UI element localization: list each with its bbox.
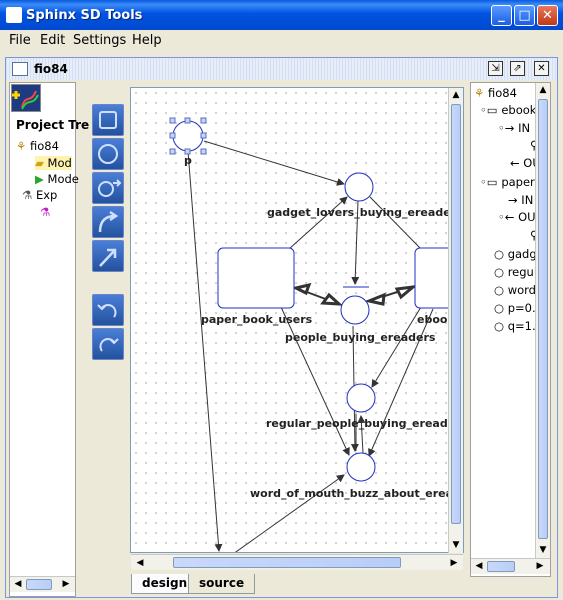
menu-bar: File Edit Settings Help xyxy=(0,30,563,52)
right-tree-paper-out[interactable]: ◦← OU xyxy=(498,210,536,224)
right-tree-ebook[interactable]: ◦▭ ebook xyxy=(480,103,537,117)
right-tree-ebook-in[interactable]: ◦→ IN xyxy=(498,121,531,135)
right-tree-paper-in[interactable]: → IN xyxy=(508,193,534,207)
add-model-button[interactable] xyxy=(11,84,41,112)
right-tree-regular[interactable]: ○ regula xyxy=(494,265,545,279)
stock-icon xyxy=(99,111,117,129)
shape-toolbar xyxy=(89,100,127,365)
right-tree-root[interactable]: ⚘ fio84 xyxy=(474,86,517,100)
link-bottom-wom[interactable] xyxy=(233,474,345,553)
app-icon xyxy=(6,7,22,23)
menu-help[interactable]: Help xyxy=(132,33,162,48)
right-tree-gadget[interactable]: ○ gadge xyxy=(494,247,544,261)
flow-ebook-people-right-head xyxy=(394,284,418,300)
label-wom: word_of_mouth_buzz_about_ereade xyxy=(250,487,464,500)
scroll-down-arrow[interactable]: ▼ xyxy=(452,540,460,550)
tree-item-model-1[interactable]: ▰ Mod xyxy=(35,156,72,170)
node-wom[interactable] xyxy=(346,452,376,482)
frame-close-icon[interactable]: ✕ xyxy=(534,61,549,76)
link-ebook-regular[interactable] xyxy=(371,306,422,388)
link-p-bottom[interactable] xyxy=(187,150,223,552)
redo-icon xyxy=(99,338,119,352)
tab-source[interactable]: source xyxy=(188,574,256,594)
window-title: Sphinx SD Tools xyxy=(26,8,143,23)
tree-item-experiment[interactable]: ⚗ Exp xyxy=(22,188,58,202)
undo-icon xyxy=(97,304,117,318)
frame-minimize-icon[interactable]: ⇲ xyxy=(488,61,503,76)
flow-icon xyxy=(98,179,122,197)
label-gadget: gadget_lovers_buying_ereaders xyxy=(267,206,463,219)
close-button[interactable]: ✕ xyxy=(537,5,558,26)
connector-tool-button[interactable] xyxy=(92,206,124,238)
right-tree-word[interactable]: ○ word_ xyxy=(494,283,542,297)
right-vscroll[interactable]: ▲ ▼ xyxy=(535,83,550,558)
frame-title: fio84 xyxy=(34,62,68,76)
menu-file[interactable]: File xyxy=(9,33,31,48)
project-tree-title: Project Tre xyxy=(16,118,90,132)
tree-item-model-2[interactable]: ▶ Mode xyxy=(35,172,79,186)
maximize-button[interactable]: □ xyxy=(514,5,535,26)
link-paper-gadget[interactable] xyxy=(288,196,348,250)
flask-icon: ⚗ xyxy=(40,205,51,219)
link-paper-wom[interactable] xyxy=(280,306,350,456)
menu-edit[interactable]: Edit xyxy=(40,33,66,48)
variable-tool-button[interactable] xyxy=(92,138,124,170)
undo-button[interactable] xyxy=(92,294,124,326)
label-regular: regular_people_buying_ereader xyxy=(266,417,461,430)
canvas-vscroll[interactable]: ▲ ▼ xyxy=(448,88,463,553)
flow-ebook-people-left-head xyxy=(363,292,386,306)
canvas-vscroll-thumb[interactable] xyxy=(451,104,461,524)
tree-item-root[interactable]: ⚘ fio84 xyxy=(16,139,59,153)
right-tree-paper[interactable]: ◦▭ paper xyxy=(480,175,535,189)
node-p[interactable] xyxy=(172,120,204,152)
link-ebook-gadget[interactable] xyxy=(369,196,422,250)
menu-settings[interactable]: Settings xyxy=(73,33,127,48)
frame-restore-icon[interactable]: ⇗ xyxy=(510,61,525,76)
tab-design[interactable]: design xyxy=(131,574,199,594)
canvas-hscroll-thumb[interactable] xyxy=(173,557,401,568)
link-wom-regular[interactable] xyxy=(357,415,366,454)
label-paper: paper_book_users xyxy=(201,313,313,326)
link-ebook-wom[interactable] xyxy=(368,308,434,457)
label-ebook: ebook xyxy=(417,313,455,326)
flow-paper-people-right-head xyxy=(320,292,344,306)
title-bar: Sphinx SD Tools _ □ ✕ xyxy=(0,0,563,30)
node-paper[interactable] xyxy=(217,247,295,309)
canvas-hscroll[interactable]: ◀ ▶ xyxy=(131,554,463,570)
link-icon xyxy=(99,248,117,267)
diagram-canvas[interactable]: p gadget_lovers_buying_ereaders paper_bo… xyxy=(130,87,464,553)
right-hscroll[interactable]: ◀ ▶ xyxy=(471,558,550,574)
label-p: p xyxy=(184,154,192,167)
valve-icon-2: ⚲ xyxy=(530,228,538,242)
minimize-button[interactable]: _ xyxy=(491,5,512,26)
node-gadget[interactable] xyxy=(344,172,374,202)
node-people[interactable] xyxy=(340,295,370,325)
project-hscroll[interactable]: ◀ ▶ xyxy=(10,576,75,592)
flow-paper-people-left-head xyxy=(291,282,312,296)
stock-tool-button[interactable] xyxy=(92,104,124,136)
scroll-up-arrow[interactable]: ▲ xyxy=(452,90,460,100)
redo-button[interactable] xyxy=(92,328,124,360)
flow-tool-button[interactable] xyxy=(92,172,124,204)
connector-icon xyxy=(98,210,119,233)
variable-icon xyxy=(98,144,118,164)
frame-title-bar: fio84 ⇲ ⇗ ✕ xyxy=(6,58,557,80)
label-people: people_buying_ereaders xyxy=(285,331,436,344)
frame-icon xyxy=(12,62,28,76)
link-tool-button[interactable] xyxy=(92,240,124,272)
link-gadget-people[interactable] xyxy=(351,200,360,285)
valve-icon: ⚲ xyxy=(530,138,538,152)
node-regular[interactable] xyxy=(346,383,376,413)
scroll-left-arrow[interactable]: ◀ xyxy=(136,558,144,568)
node-p-selection-handles xyxy=(169,117,207,155)
scroll-right-arrow[interactable]: ▶ xyxy=(450,558,458,568)
link-p-gadget[interactable] xyxy=(203,140,345,186)
add-model-icon xyxy=(12,90,39,110)
